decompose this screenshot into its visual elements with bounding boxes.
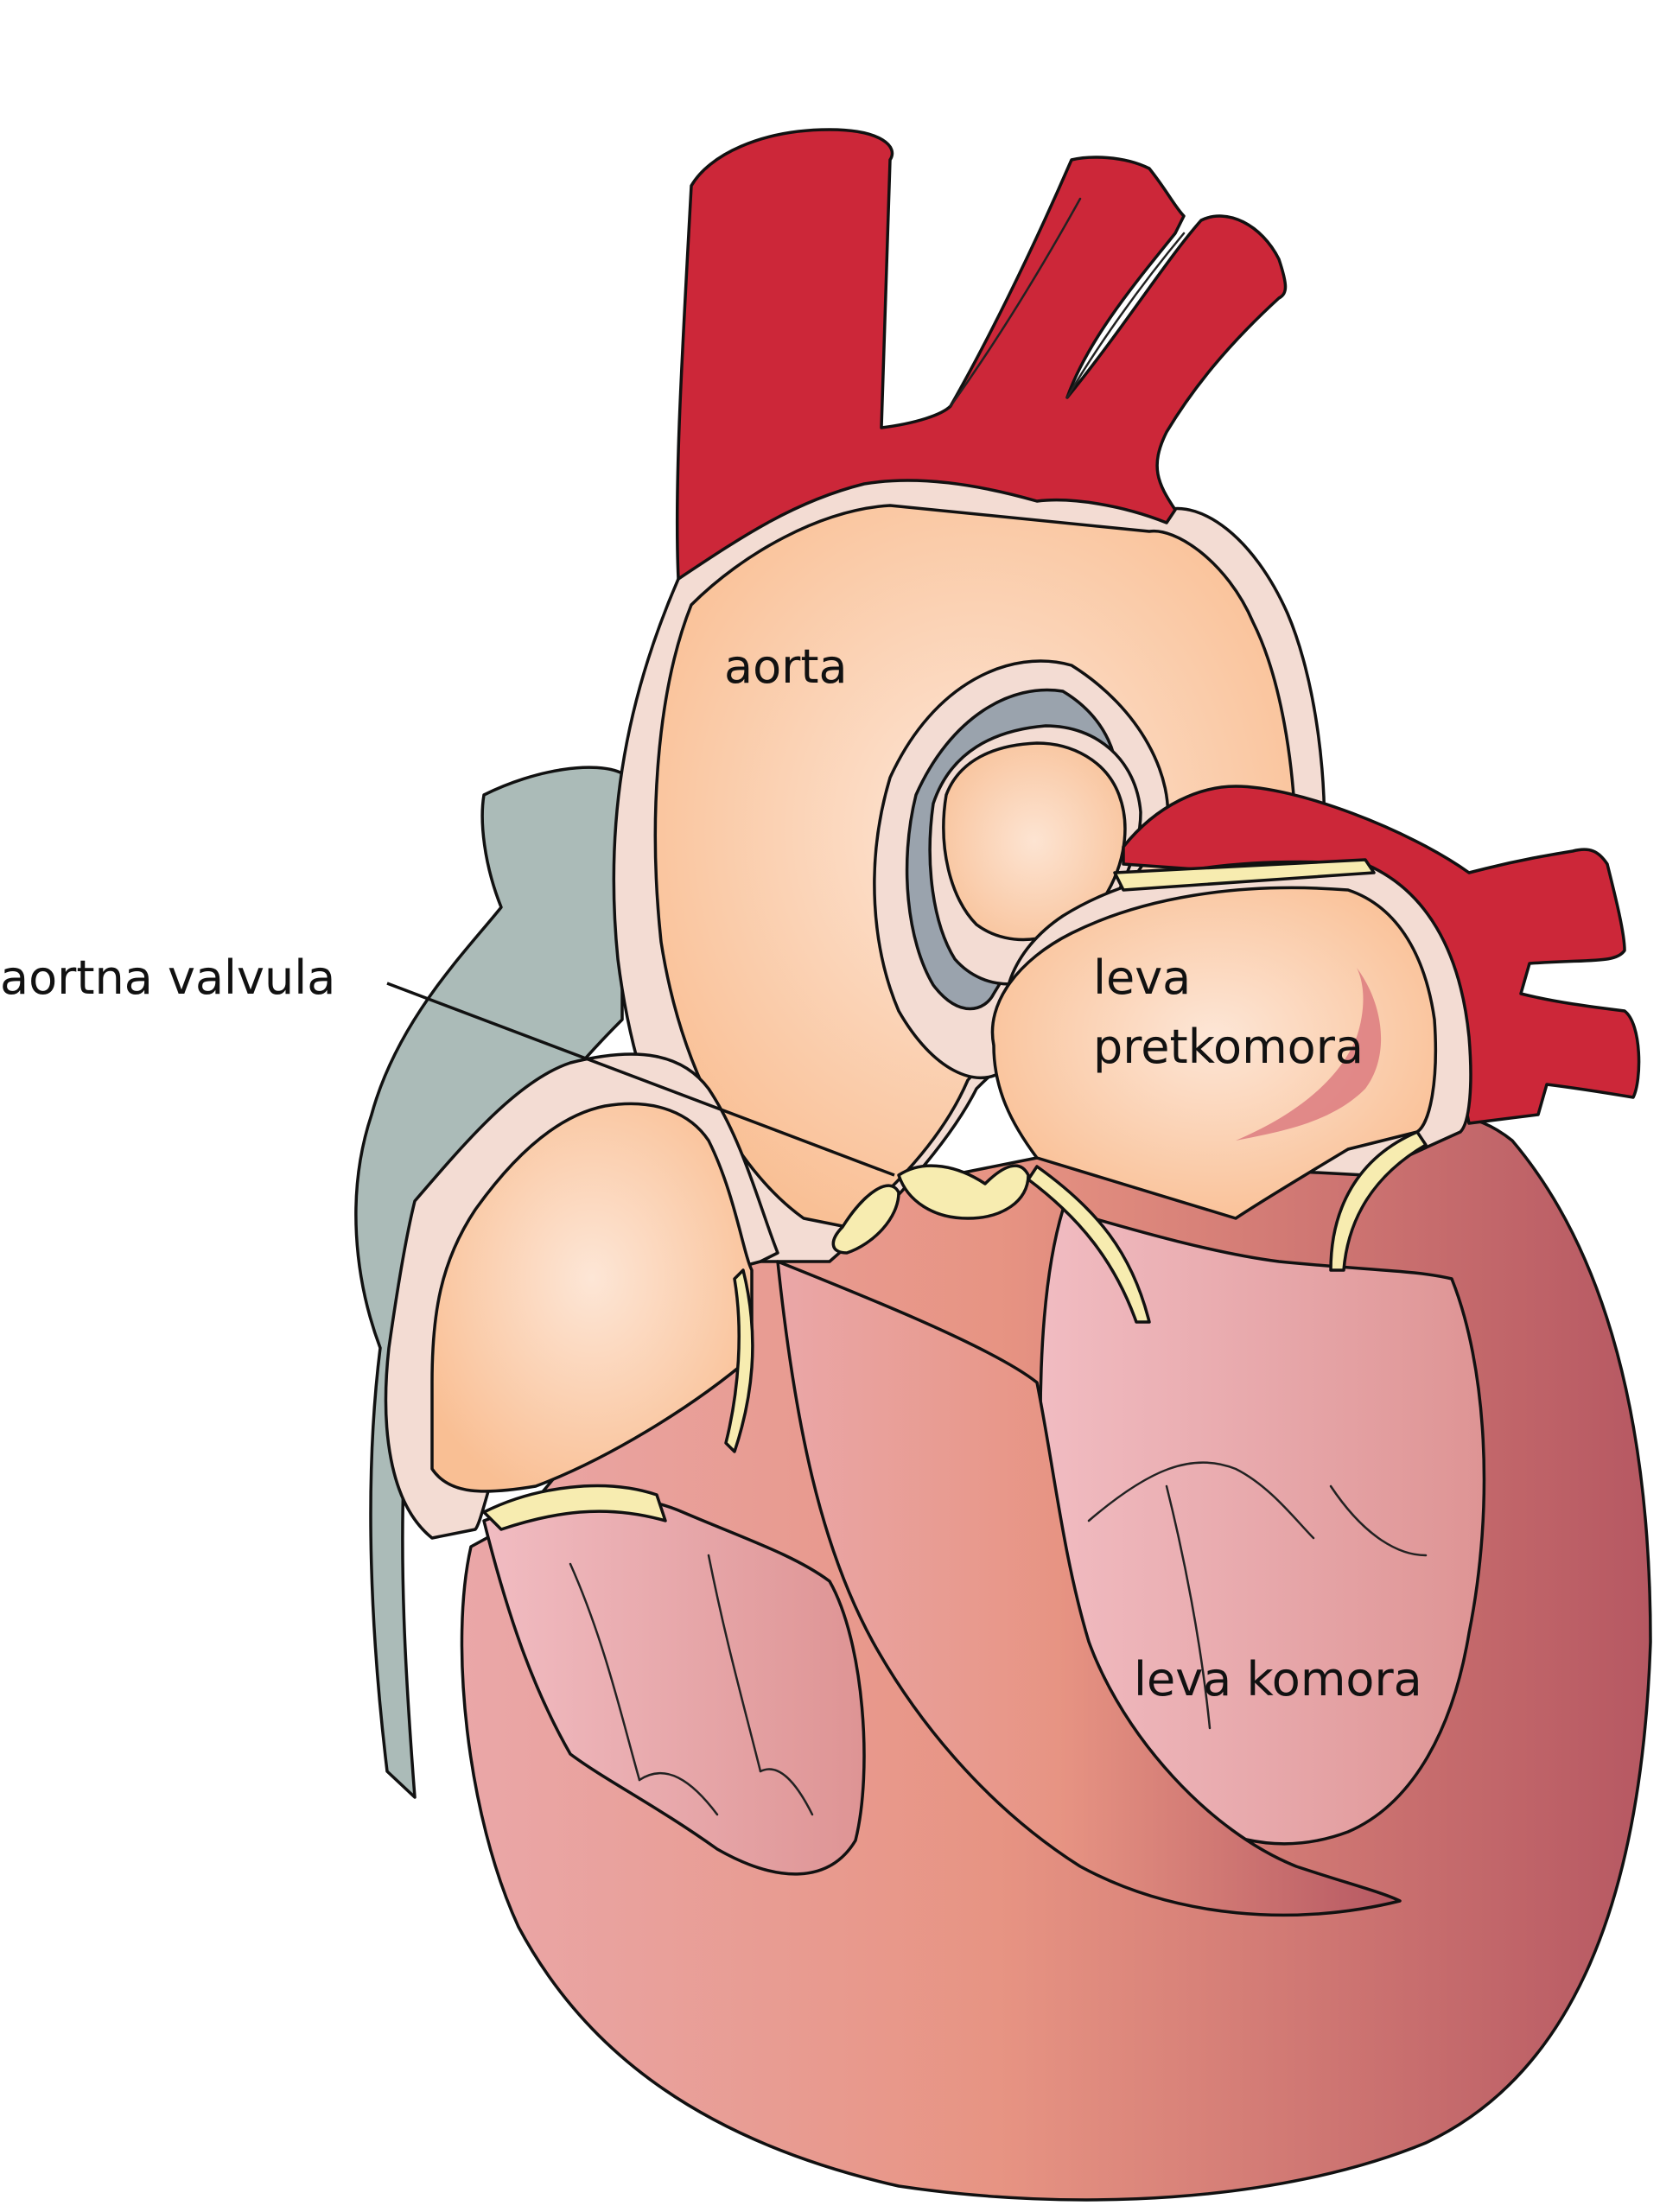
label-aortic-valve: aortna valvula bbox=[0, 950, 335, 1005]
label-left-atrium-line1: leva bbox=[1093, 950, 1191, 1005]
mitral-valve-leaflet bbox=[1027, 1165, 1151, 1324]
left-ventricle-chord-2 bbox=[1329, 1484, 1428, 1557]
left-ventricle-papillary bbox=[1087, 1461, 1315, 1540]
left-atrium-yellow-rim bbox=[1113, 858, 1376, 892]
aortic-arch bbox=[675, 128, 1288, 581]
papillary-muscle bbox=[638, 1771, 719, 1816]
label-left-ventricle: leva komora bbox=[1134, 1652, 1422, 1707]
aortic-valve-leaflet-2 bbox=[831, 1184, 900, 1255]
label-left-atrium-line2: pretkomora bbox=[1093, 1020, 1364, 1074]
pulmonary-lumen bbox=[942, 741, 1127, 942]
arch-branch-line bbox=[949, 197, 1082, 408]
aortic-valve-leaflet bbox=[897, 1164, 1030, 1220]
right-atrium-lumen bbox=[430, 1102, 754, 1493]
mitral-valve-leaflet-2 bbox=[1329, 1130, 1428, 1272]
tricuspid-chord-2 bbox=[707, 1554, 762, 1773]
tricuspid-valve bbox=[482, 1484, 667, 1531]
left-atrium-inner-mark bbox=[1236, 968, 1382, 1141]
left-atrium-lumen bbox=[990, 886, 1438, 1220]
right-ventricle-lumen bbox=[482, 1495, 866, 1876]
papillary-muscle-2 bbox=[759, 1768, 814, 1816]
label-aorta: aorta bbox=[724, 639, 848, 694]
aortic-valve-pointer bbox=[386, 982, 895, 1177]
tricuspid-leaflet bbox=[724, 1268, 754, 1453]
arch-branch-line-2 bbox=[1065, 232, 1186, 399]
tricuspid-chord bbox=[569, 1562, 641, 1782]
left-ventricle-chord bbox=[1165, 1484, 1212, 1730]
interventricular-septum bbox=[776, 1260, 1402, 1917]
